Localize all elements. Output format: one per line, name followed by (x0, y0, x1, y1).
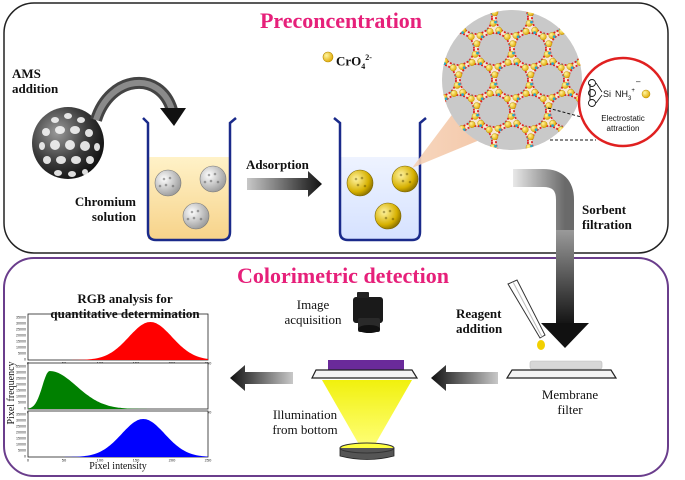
y-tick-label: 35000 (16, 365, 26, 369)
y-tick-label: 5000 (18, 401, 26, 405)
x-tick-label: 100 (97, 458, 104, 463)
x-tick-label: 150 (133, 458, 140, 463)
y-tick-label: 10000 (16, 443, 26, 447)
y-tick-label: 5000 (18, 352, 26, 356)
y-tick-label: 0 (24, 358, 26, 362)
adsorption-label: Adsorption (246, 157, 309, 172)
pore (491, 10, 533, 39)
pore (473, 90, 515, 132)
arrow-to-imaging-icon (431, 365, 498, 391)
y-tick-label: 20000 (16, 383, 26, 387)
y-tick-label: 20000 (16, 334, 26, 338)
rgb-histograms: 35000 30000 25000 20000 15000 10000 5000 0 0 50 10… (6, 313, 212, 472)
pore (509, 90, 551, 132)
y-tick-label: 20000 (16, 431, 26, 435)
y-tick-label: 25000 (16, 328, 26, 332)
adsorption-arrow-icon (247, 171, 322, 197)
y-tick-label: 15000 (16, 437, 26, 441)
histogram-panel: 3500030000250002000015000100005000005010… (16, 362, 212, 415)
membrane-filter-icon (505, 360, 618, 379)
imaging-setup (311, 360, 419, 460)
x-tick-label: 250 (205, 458, 212, 463)
arrow-to-analysis-icon (230, 365, 293, 391)
y-tick-label: 0 (24, 407, 26, 411)
beaker-after-adsorption (333, 117, 427, 242)
pore (473, 28, 515, 70)
y-tick-label: 15000 (16, 389, 26, 393)
histogram-panel: 3500030000250002000015000100005000005010… (16, 313, 212, 366)
histogram-xlabel: Pixel intensity (89, 461, 147, 472)
x-tick-label: 50 (62, 458, 67, 463)
chromate-label: CrO42- (336, 53, 372, 71)
pipette-icon (507, 279, 546, 350)
y-tick-label: 25000 (16, 425, 26, 429)
y-tick-label: 35000 (16, 316, 26, 320)
nh3-label: NH3+ (615, 88, 635, 102)
histogram-curve (28, 322, 208, 360)
histogram-ylabel: Pixel frequency (6, 361, 17, 424)
colorimetric-detection-title: Colorimetric detection (237, 263, 449, 288)
gold-sphere-icon (346, 165, 419, 230)
electrostatic-zoom-circle (577, 56, 669, 148)
histogram-curve (28, 371, 208, 409)
x-tick-label: 0 (27, 458, 30, 463)
pore (491, 59, 533, 101)
pore (509, 28, 551, 70)
histogram-panel: 35000 30000 25000 20000 15000 10000 5000 0 0 50 10… (16, 410, 212, 463)
ams-sphere-icon (32, 107, 104, 179)
histogram-curve (28, 419, 208, 457)
electrostatic-label-2: attraction (607, 124, 640, 133)
y-tick-label: 10000 (16, 395, 26, 399)
camera-icon (353, 292, 383, 333)
y-tick-label: 35000 (16, 413, 26, 417)
y-tick-label: 15000 (16, 340, 26, 344)
si-label: Si (603, 89, 611, 99)
beaker-chromium-solution (142, 117, 237, 242)
light-beam (322, 380, 412, 448)
y-tick-label: 30000 (16, 419, 26, 423)
y-tick-label: 5000 (18, 449, 26, 453)
preconcentration-title: Preconcentration (259, 8, 423, 33)
x-tick-label: 200 (169, 458, 176, 463)
chromate-dot-icon (322, 51, 334, 63)
y-tick-label: 30000 (16, 371, 26, 375)
y-tick-label: 10000 (16, 346, 26, 350)
electrostatic-label-1: Electrostatic (601, 114, 645, 123)
y-tick-label: 0 (24, 455, 26, 459)
svg-text:–: – (636, 77, 641, 86)
filtration-arrow-icon (513, 169, 589, 348)
y-tick-label: 30000 (16, 322, 26, 326)
y-tick-label: 25000 (16, 377, 26, 381)
white-sphere-icon (154, 165, 227, 230)
